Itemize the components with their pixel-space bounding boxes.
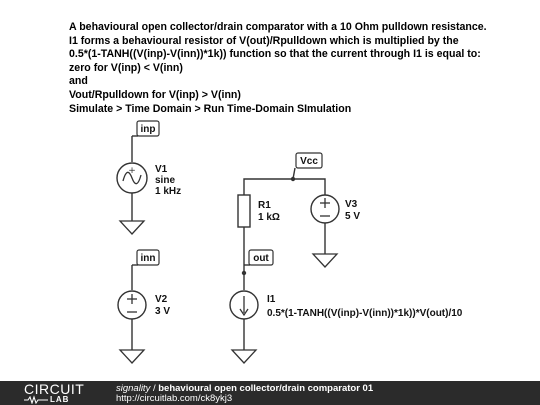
r1-name: R1	[258, 200, 271, 211]
ground-icon	[118, 220, 146, 235]
vcc-net-label-text: Vcc	[300, 156, 318, 167]
inn-net-label	[136, 249, 160, 266]
footer-bar: CIRCUIT LAB signality / behavioural open…	[0, 381, 540, 405]
v2-name: V2	[155, 294, 168, 305]
i1-name: I1	[267, 294, 276, 305]
v1-type: sine	[155, 175, 175, 186]
author-link[interactable]: signality	[116, 383, 151, 394]
circuit-description: A behavioural open collector/drain compa…	[69, 21, 531, 116]
footer-title: signality / behavioural open collector/d…	[116, 384, 373, 394]
v1-branch: inp + V1 sine 1 kHz	[116, 120, 181, 235]
description-line: and	[69, 75, 88, 88]
v3-value: 5 V	[345, 211, 360, 222]
inp-net-label-text: inp	[141, 124, 156, 135]
description-line: zero for V(inp) < V(inn)	[69, 61, 183, 74]
logo-text-top: CIRCUIT	[24, 381, 85, 397]
description-line: A behavioural open collector/drain compa…	[69, 21, 487, 33]
v1-value: 1 kHz	[155, 186, 181, 197]
v3-name: V3	[345, 199, 358, 210]
v2-dc-source-icon	[117, 290, 147, 320]
inn-net-label-text: inn	[141, 253, 156, 264]
schematic: inp + V1 sine 1 kHz inn V2 3 V	[116, 120, 463, 364]
v1-sine-source-icon: +	[116, 162, 148, 194]
wire	[243, 178, 326, 195]
v3-dc-source-icon	[310, 194, 340, 224]
out-net-label	[248, 249, 274, 266]
i1-value: 0.5*(1-TANH((V(inp)-V(inn))*1k))*V(out)/…	[267, 308, 463, 319]
circuitlab-logo[interactable]: CIRCUIT LAB	[24, 382, 96, 404]
description-line: Vout/Rpulldown for V(inp) > V(inn)	[69, 88, 241, 101]
r1-resistor-icon	[237, 194, 251, 228]
ground-icon	[230, 349, 258, 364]
description-line: 0.5*(1-TANH((V(inp)-V(inn))*1k)) functio…	[69, 48, 481, 61]
r1-value: 1 kΩ	[258, 212, 280, 223]
circuit-url-link[interactable]: http://circuitlab.com/ck8ykj3	[116, 393, 233, 404]
ground-icon	[118, 349, 146, 364]
out-net-label-text: out	[253, 253, 269, 264]
vcc-net-label	[295, 152, 323, 169]
v1-name: V1	[155, 164, 168, 175]
circuit-title: behavioural open collector/drain compara…	[158, 383, 374, 394]
logo-text-bottom: LAB	[50, 395, 70, 404]
description-line: Simulate > Time Domain > Run Time-Domain…	[69, 102, 352, 115]
title-separator: /	[150, 383, 159, 394]
description-line: I1 forms a behavioural resistor of V(out…	[69, 34, 459, 47]
junction-dot	[241, 270, 247, 276]
v2-branch: inn V2 3 V	[117, 249, 170, 364]
svg-text:+: +	[128, 166, 136, 176]
v2-value: 3 V	[155, 306, 170, 317]
output-branch: Vcc R1 1 kΩ V3 5 V out I1	[229, 152, 463, 364]
inp-net-label	[136, 120, 160, 137]
i1-current-source-icon	[229, 290, 259, 320]
ground-icon	[311, 253, 339, 268]
logo-wave-icon	[24, 395, 48, 404]
